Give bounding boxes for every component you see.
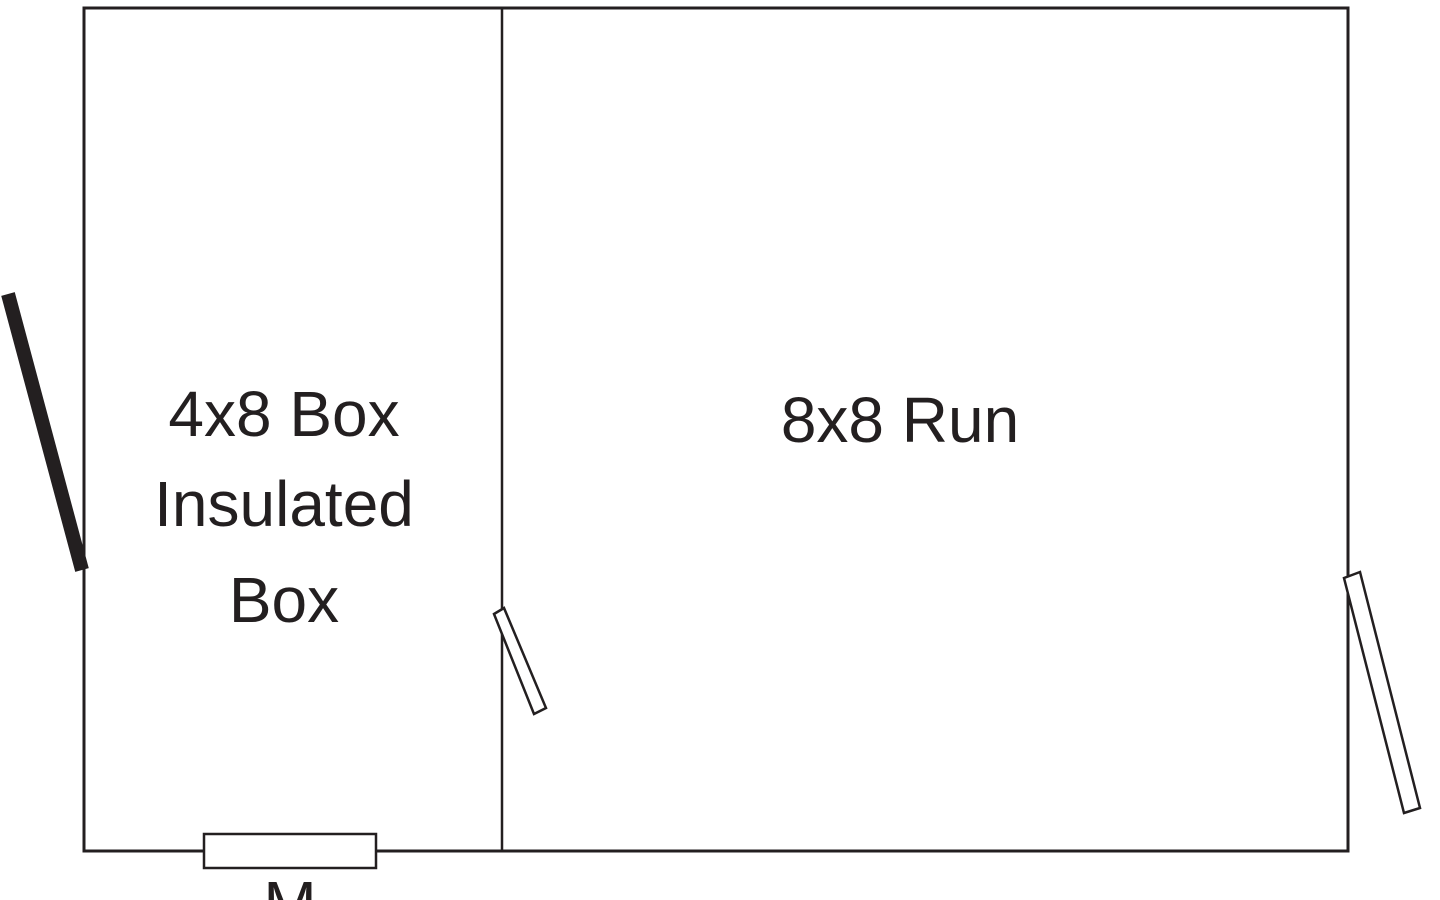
box-label-line-1: 4x8 Box (168, 378, 400, 450)
pop-door (492, 606, 548, 716)
enclosure-outline (82, 6, 1350, 853)
bottom-mark: M (240, 872, 340, 900)
box-exterior-door (1, 292, 89, 572)
box-label-line-3: Box (228, 564, 340, 636)
box-label-line-2: Insulated (154, 468, 414, 540)
bottom-window (202, 832, 378, 870)
run-label: 8x8 Run (780, 384, 1020, 456)
run-door (1342, 570, 1422, 815)
